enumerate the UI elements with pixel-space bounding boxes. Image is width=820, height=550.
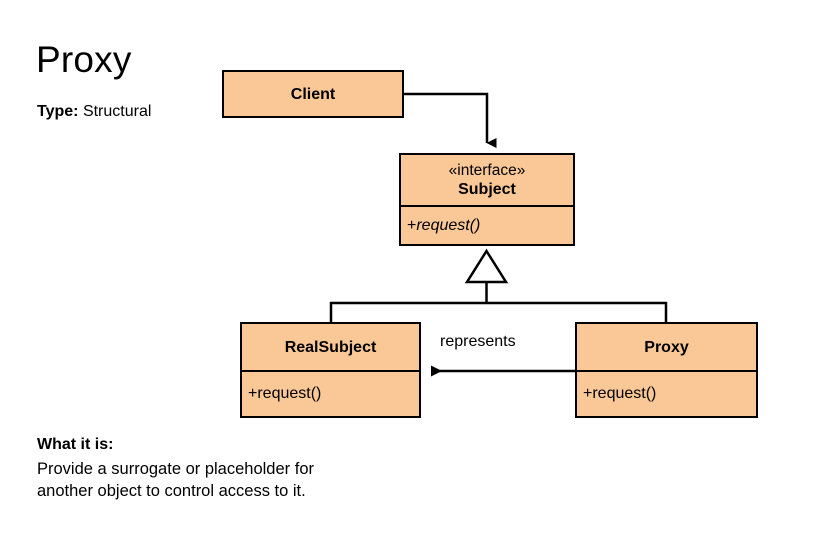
uml-class-proxy[interactable]: Proxy +request() (575, 322, 758, 418)
class-operations-proxy: +request() (577, 370, 756, 415)
class-name-realsubject: RealSubject (284, 338, 377, 356)
what-it-is-label: What it is: (37, 436, 114, 453)
operation-proxy-request: +request() (577, 384, 756, 403)
class-operations-realsubject: +request() (242, 370, 419, 415)
class-header-realsubject: RealSubject (242, 324, 419, 370)
operation-signature: request() (416, 217, 481, 235)
relation-label-represents: represents (440, 333, 516, 350)
class-header-subject: «interface» Subject (401, 155, 573, 205)
class-stereotype-subject: «interface» (448, 162, 526, 180)
what-it-is-description: Provide a surrogate or placeholder for a… (37, 460, 314, 500)
class-name-client: Client (290, 85, 336, 103)
operation-subject-request: +request() (401, 216, 573, 235)
page-title: Proxy (36, 39, 132, 80)
uml-class-subject[interactable]: «interface» Subject +request() (399, 153, 575, 246)
class-operations-subject: +request() (401, 205, 573, 244)
operation-signature: request() (592, 385, 657, 402)
operation-signature: request() (257, 385, 322, 402)
class-header-client: Client (224, 72, 402, 116)
pattern-type-value: Structural (82, 103, 152, 120)
class-header-proxy: Proxy (577, 324, 756, 370)
visibility-marker: + (407, 217, 417, 235)
generalization-triangle-icon (464, 248, 509, 284)
connector-client-to-subject (404, 92, 497, 148)
class-name-subject: Subject (458, 181, 516, 199)
visibility-marker: + (583, 385, 593, 402)
uml-class-realsubject[interactable]: RealSubject +request() (240, 322, 421, 418)
uml-class-client[interactable]: Client (222, 70, 404, 118)
pattern-type-label: Type: (37, 103, 79, 120)
class-name-proxy: Proxy (644, 338, 689, 356)
visibility-marker: + (248, 385, 258, 402)
connector-generalization-bus (329, 282, 668, 322)
operation-realsubject-request: +request() (242, 384, 419, 403)
pattern-type-line: Type: Structural (37, 101, 151, 122)
